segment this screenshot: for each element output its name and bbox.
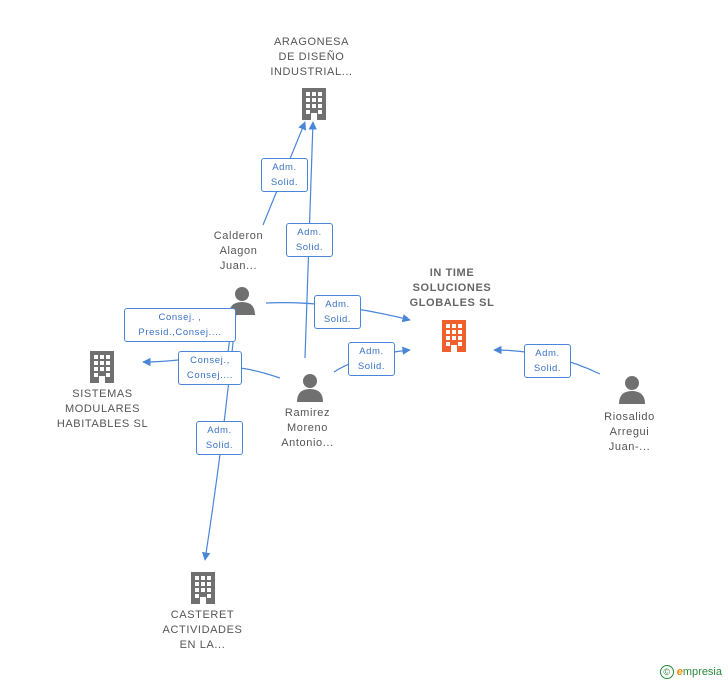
brand-name: mpresia bbox=[682, 665, 722, 678]
relation-badge-riosalido-intime[interactable]: Adm. Solid. bbox=[524, 344, 571, 378]
brand-footer: ©empresia bbox=[659, 665, 722, 679]
company-icon[interactable] bbox=[438, 318, 470, 352]
node-label-sistemas[interactable]: SISTEMAS MODULARES HABITABLES SL bbox=[56, 388, 149, 430]
company-icon[interactable] bbox=[87, 349, 117, 383]
node-label-in-time[interactable]: IN TIME SOLUCIONES GLOBALES SL bbox=[409, 267, 495, 309]
node-label-riosalido[interactable]: Riosalido Arregui Juan-... bbox=[604, 411, 655, 453]
node-label-ramirez[interactable]: Ramirez Moreno Antonio... bbox=[281, 407, 334, 449]
relation-badge-calderon-casteret[interactable]: Adm. Solid. bbox=[196, 421, 243, 455]
relation-badge-calderon-intime[interactable]: Adm. Solid. bbox=[314, 295, 361, 329]
relation-badge-ramirez-aragonesa[interactable]: Adm. Solid. bbox=[286, 223, 333, 257]
copyright-icon: © bbox=[659, 665, 674, 679]
relation-badge-ramirez-sistemas[interactable]: Consej., Consej.... bbox=[178, 351, 242, 385]
brand-initial: e bbox=[676, 665, 683, 678]
node-label-casteret[interactable]: CASTERET ACTIVIDADES EN LA... bbox=[162, 609, 243, 651]
relation-badge-ramirez-intime[interactable]: Adm. Solid. bbox=[348, 342, 395, 376]
person-icon[interactable] bbox=[617, 374, 647, 404]
relation-badge-calderon-sistemas[interactable]: Consej. , Presid.,Consej.... bbox=[124, 308, 236, 342]
company-icon[interactable] bbox=[188, 570, 218, 604]
relation-badge-calderon-aragonesa[interactable]: Adm. Solid. bbox=[261, 158, 308, 192]
node-label-calderon[interactable]: Calderon Alagon Juan... bbox=[213, 230, 264, 272]
edge-ramirez-sistemas bbox=[235, 367, 281, 379]
person-icon[interactable] bbox=[295, 372, 325, 402]
company-icon[interactable] bbox=[299, 86, 329, 120]
node-label-aragonesa[interactable]: ARAGONESA DE DISEÑO INDUSTRIAL... bbox=[270, 36, 353, 78]
